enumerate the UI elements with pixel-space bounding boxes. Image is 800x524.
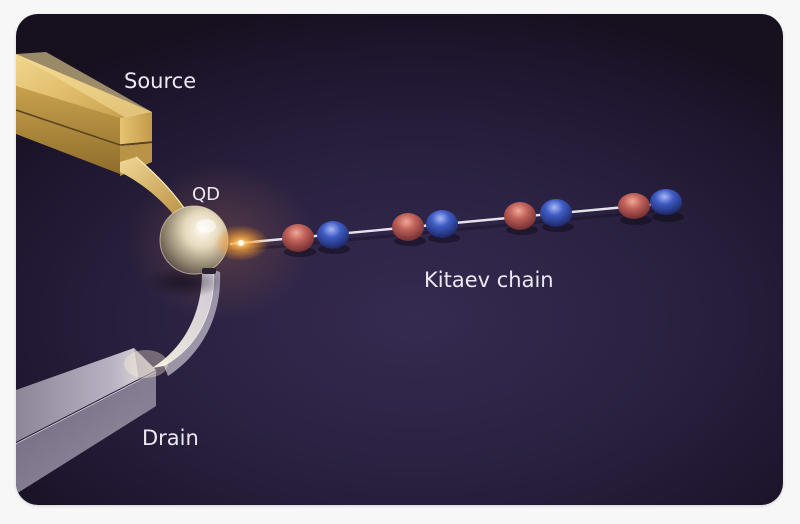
site-blue-3: [540, 199, 572, 227]
site-blue-4: [650, 189, 682, 215]
site-red-4: [618, 193, 650, 219]
source-label: Source: [124, 69, 197, 93]
kitaev-chain-sites: [282, 189, 684, 257]
drain-label: Drain: [142, 426, 199, 450]
coupling-glow: [213, 225, 269, 261]
site-blue-2: [426, 210, 458, 238]
site-red-3: [504, 202, 536, 230]
site-red-1: [282, 224, 314, 252]
quantum-dot: [159, 205, 229, 275]
diagram-canvas: [16, 52, 684, 494]
qd-label: QD: [192, 184, 221, 205]
site-red-2: [392, 213, 424, 241]
illustration-card: Source QD Kitaev chain Drain: [16, 14, 783, 505]
source-electrode: [16, 52, 189, 220]
site-blue-1: [317, 221, 349, 249]
kitaev-chain-label: Kitaev chain: [424, 268, 554, 292]
